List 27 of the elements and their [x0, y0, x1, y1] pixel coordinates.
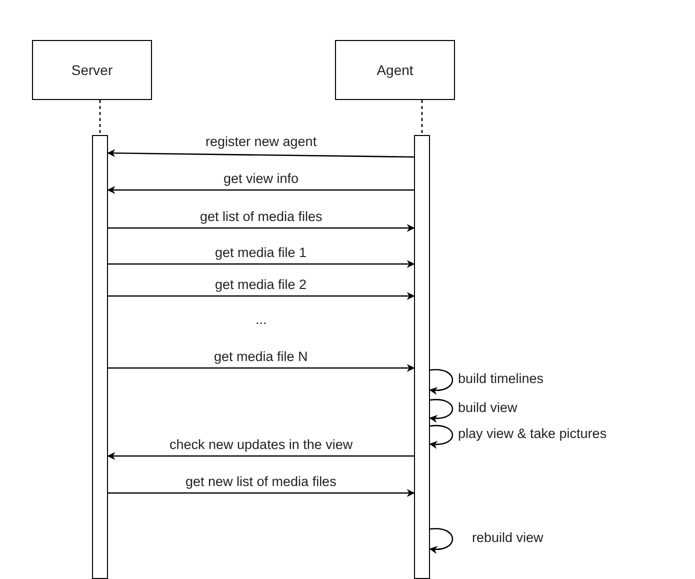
- lifeline: [99, 100, 101, 135]
- message-arrow: [108, 489, 415, 497]
- message-arrow: [108, 224, 415, 232]
- message-arrow: [108, 364, 415, 372]
- self-arrow: [429, 399, 454, 422]
- participant-box: Agent: [335, 40, 455, 100]
- edge-label: get media file N: [214, 349, 308, 365]
- edge-label: get list of media files: [200, 209, 322, 225]
- message-arrow: [108, 292, 415, 300]
- edge-label: get media file 1: [215, 245, 307, 261]
- lifeline: [421, 100, 423, 135]
- message-arrow: [107, 149, 414, 158]
- activation-bar: [92, 135, 108, 579]
- edge-label: get view info: [224, 171, 299, 187]
- message-arrow: [108, 260, 415, 268]
- participant-box: Server: [32, 40, 152, 100]
- self-arrow: [429, 369, 453, 394]
- activation-bar: [414, 135, 430, 579]
- message-arrow: [107, 186, 414, 194]
- message-arrow: [107, 452, 414, 460]
- edge-label: get media file 2: [215, 277, 307, 293]
- self-arrow: [429, 528, 453, 554]
- edge-label: register new agent: [206, 134, 317, 150]
- edge-label: get new list of media files: [186, 474, 336, 490]
- edge-label: check new updates in the view: [170, 437, 353, 453]
- self-arrow: [429, 425, 454, 448]
- edge-label: play view & take pictures: [458, 426, 607, 442]
